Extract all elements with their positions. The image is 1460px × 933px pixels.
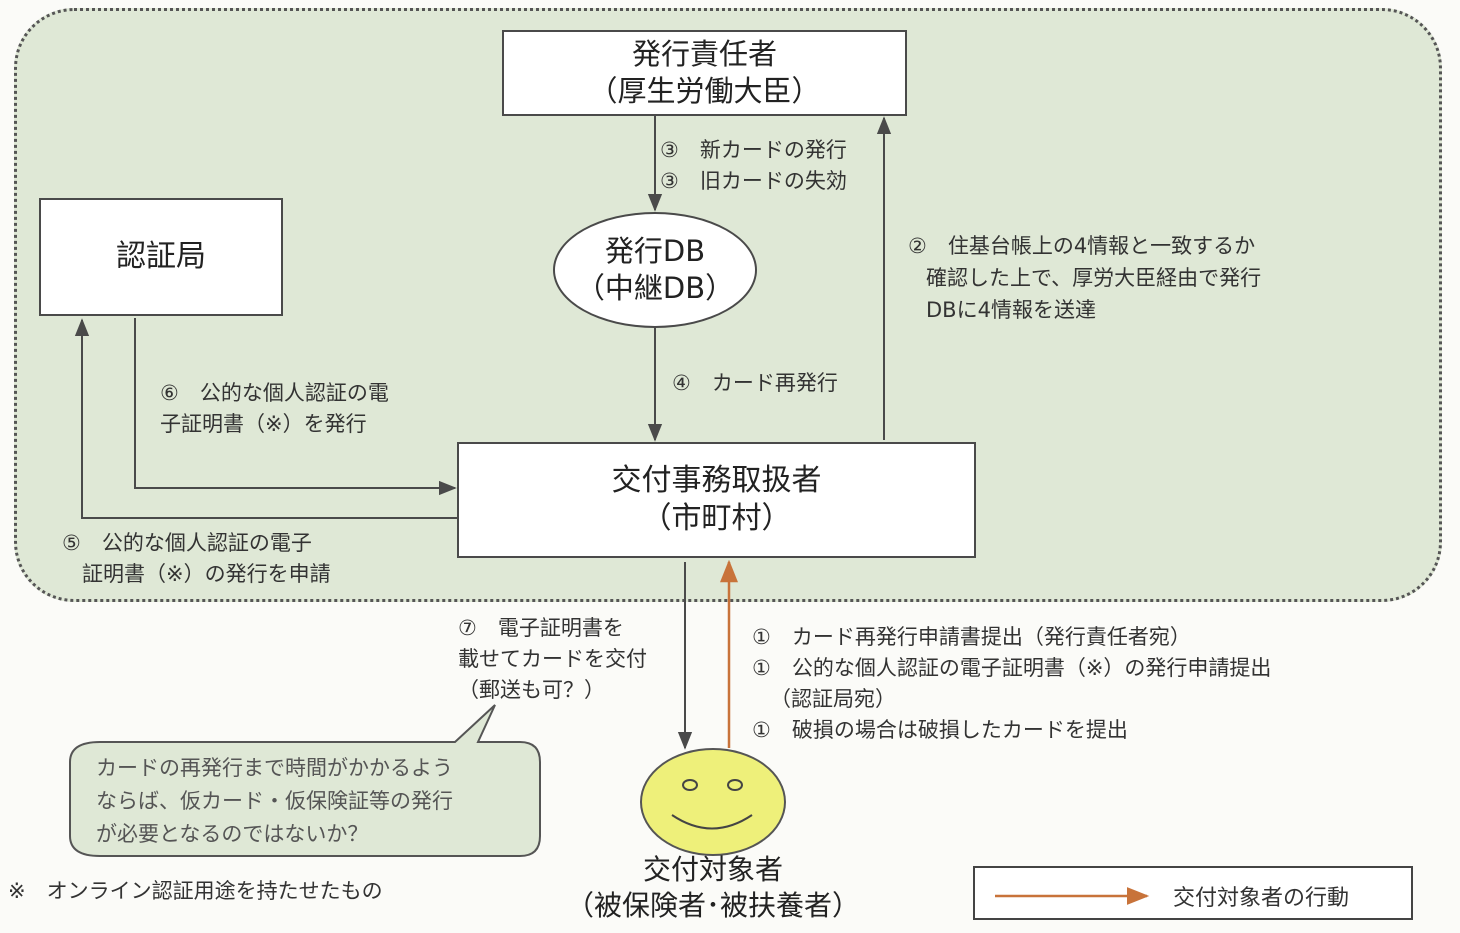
step2-line1: ② 住基台帳上の4情報と一致するか: [908, 234, 1256, 258]
arrow-municipality-to-authority: [74, 318, 457, 519]
municipality-title: 交付事務取扱者: [611, 462, 822, 498]
step2-line2: 確認した上で、厚労大臣経由で発行: [926, 266, 1262, 290]
step1-line2: ① 公的な個人認証の電子証明書（※）の発行申請提出: [752, 656, 1272, 680]
step3-old: ③ 旧カードの失効: [660, 169, 847, 193]
callout-text: カードの再発行まで時間がかかるよう ならば、仮カード・仮保険証等の発行 が必要と…: [96, 752, 453, 851]
step6-line2: 子証明書（※）を発行: [160, 412, 367, 436]
footnote: ※ オンライン認証用途を持たせたもの: [8, 879, 383, 903]
recipient-smiley-icon: [640, 748, 786, 856]
face-left-eye: [682, 779, 698, 791]
legend-label: 交付対象者の行動: [1173, 886, 1350, 911]
recipient-label: 交付対象者 （被保険者･被扶養者）: [540, 852, 886, 924]
municipality-box: 交付事務取扱者 （市町村）: [457, 442, 976, 558]
step5-label: ⑤ 公的な個人認証の電子 証明書（※）の発行を申請: [62, 528, 331, 590]
step5-line2: 証明書（※）の発行を申請: [82, 562, 331, 586]
face-smile: [671, 814, 753, 830]
legend-box: 交付対象者の行動: [973, 866, 1413, 920]
issuer-subtitle: （厚生労働大臣）: [588, 74, 821, 108]
cert-authority-title: 認証局: [116, 238, 206, 274]
step7-line3: （郵送も可？）: [458, 678, 605, 702]
step7-label: ⑦ 電子証明書を 載せてカードを交付 （郵送も可？）: [458, 613, 647, 706]
issuer-title: 発行責任者: [631, 36, 777, 71]
step6-label: ⑥ 公的な個人認証の電 子証明書（※）を発行: [160, 378, 389, 440]
step2-label: ② 住基台帳上の4情報と一致するか 確認した上で、厚労大臣経由で発行 DBに4情…: [908, 230, 1261, 326]
callout-bubble: [69, 704, 541, 857]
arrow-authority-to-municipality: [134, 318, 457, 496]
step3-new: ③ 新カードの発行: [660, 138, 847, 162]
step6-line1: ⑥ 公的な個人認証の電: [160, 381, 389, 405]
municipality-subtitle: （市町村）: [641, 501, 792, 536]
face-right-eye: [727, 779, 743, 791]
recipient-title: 交付対象者: [642, 853, 783, 886]
issue-db-ellipse: 発行DB （中継DB）: [553, 212, 757, 328]
step1-label: ① カード再発行申請書提出（発行責任者宛） ① 公的な個人認証の電子証明書（※）…: [752, 622, 1271, 746]
issuer-box: 発行責任者 （厚生労働大臣）: [502, 30, 907, 116]
issue-db-subtitle: （中継DB）: [575, 271, 735, 305]
step1-line1: ① カード再発行申請書提出（発行責任者宛）: [752, 625, 1191, 649]
step7-line1: ⑦ 電子証明書を: [458, 616, 624, 640]
step4-label: ④ カード再発行: [672, 368, 838, 399]
step4-text: ④ カード再発行: [672, 371, 838, 395]
step1-line4: ① 破損の場合は破損したカードを提出: [752, 718, 1128, 742]
cert-authority-box: 認証局: [39, 198, 283, 316]
recipient-subtitle: （被保険者･被扶養者）: [565, 889, 860, 922]
step5-line1: ⑤ 公的な個人認証の電子: [62, 531, 312, 555]
issue-db-title: 発行DB: [604, 233, 706, 268]
step1-line3: （認証局宛）: [770, 687, 896, 711]
step7-line2: 載せてカードを交付: [458, 647, 647, 671]
callout-line3: が必要となるのではないか？: [96, 822, 369, 846]
step3-label: ③ 新カードの発行 ③ 旧カードの失効: [660, 135, 847, 197]
callout-line2: ならば、仮カード・仮保険証等の発行: [96, 789, 453, 813]
step2-line3: DBに4情報を送達: [926, 298, 1096, 322]
callout-line1: カードの再発行まで時間がかかるよう: [96, 756, 453, 780]
